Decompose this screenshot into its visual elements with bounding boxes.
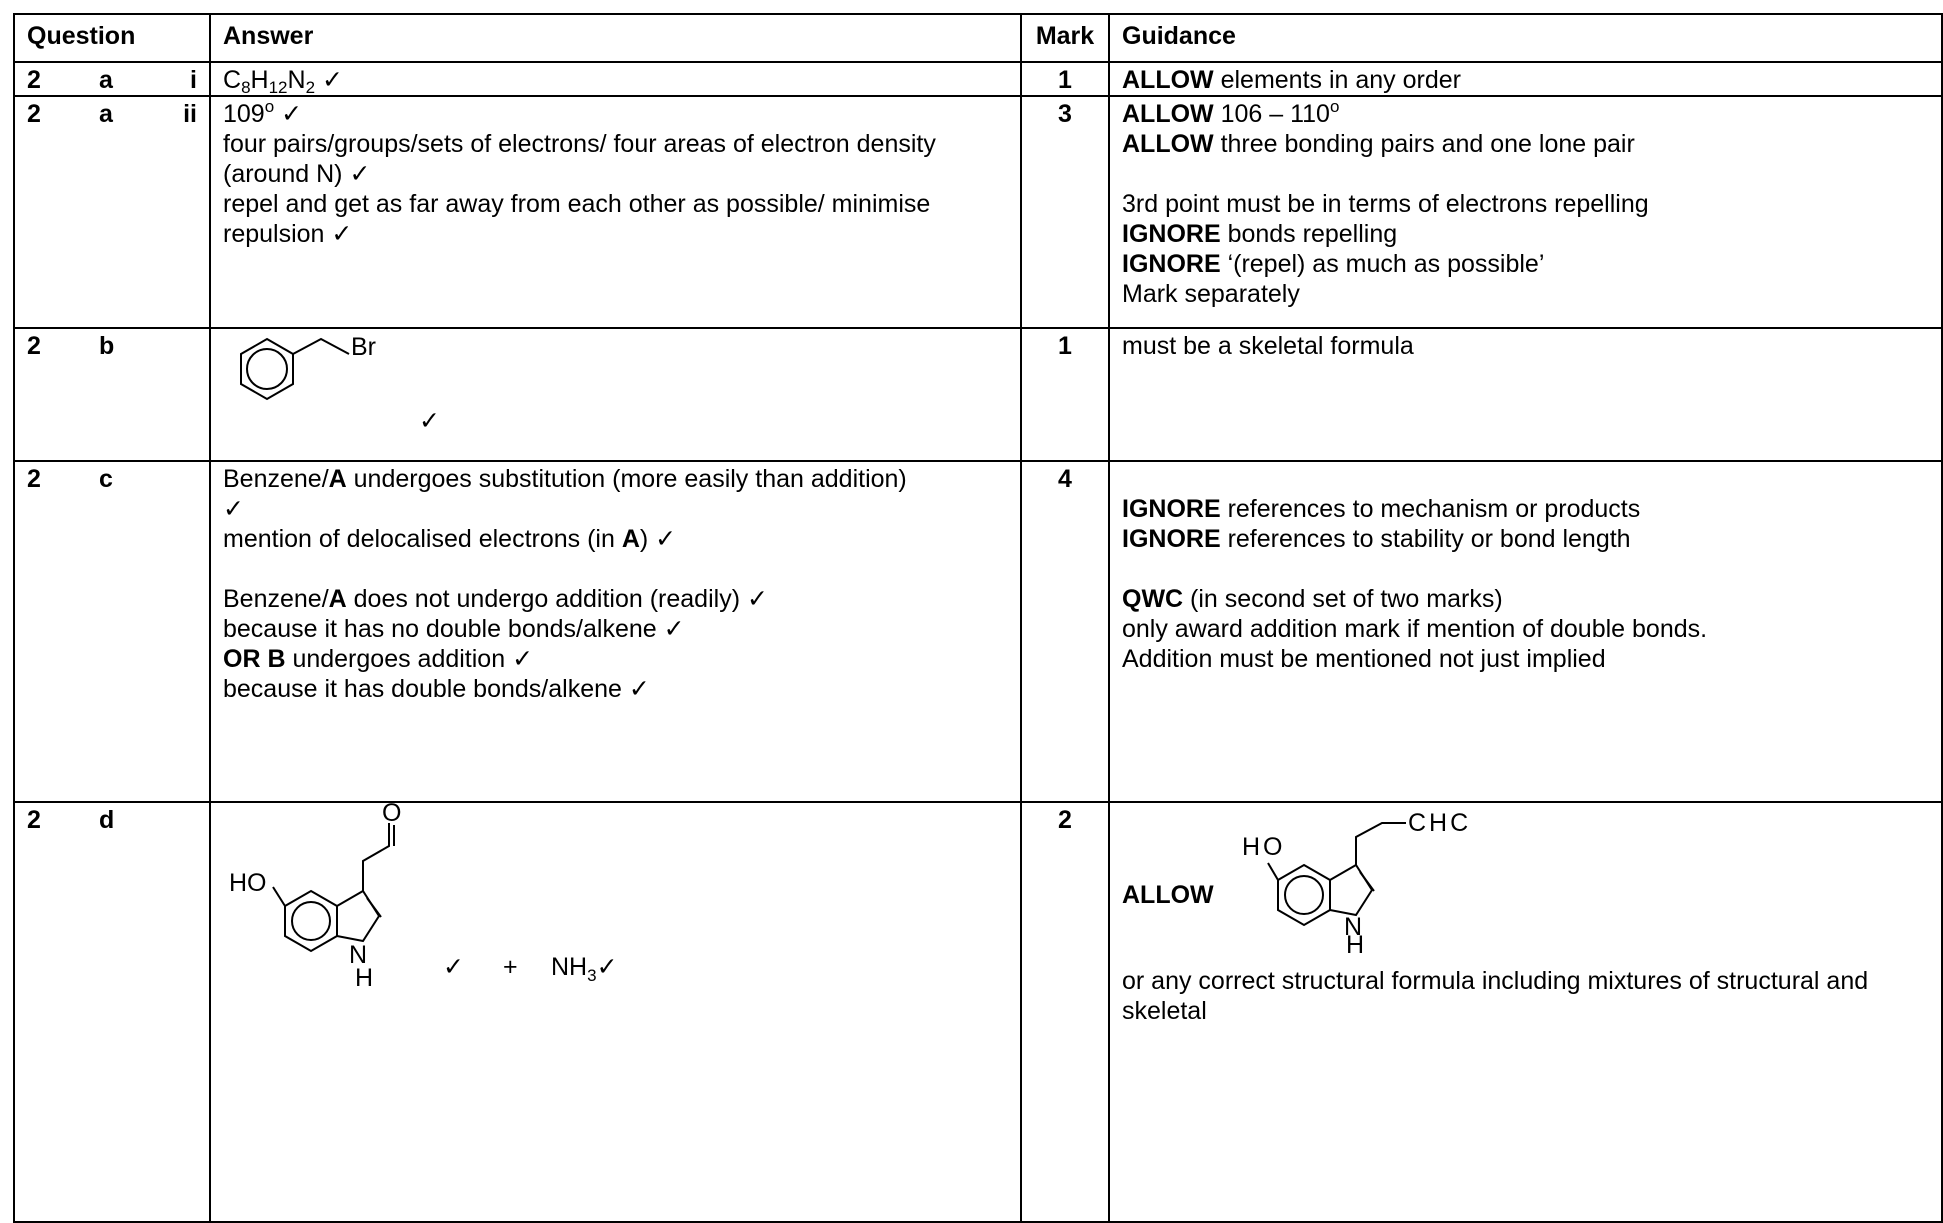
nitrogen-label: N [349, 941, 367, 969]
hydrogen-label: H [355, 964, 373, 992]
struct-chc: CHC [1408, 809, 1471, 837]
struct-hydroxyl: HO [1242, 833, 1286, 861]
header-mark: Mark [1020, 13, 1110, 63]
allow-label: ALLOW [1122, 881, 1214, 909]
bromoethylbenzene-structure: Br ✓ [240, 333, 440, 435]
table-row: 2 a i C8H12N2 ✓ 1 ALLOW elements in any … [13, 61, 1943, 97]
indole-aldehyde-structure: O HO N H ✓ + NH3✓ [229, 799, 618, 992]
tick-mark: ✓ [443, 953, 464, 981]
answer-cell: O HO N H ✓ + NH3✓ [209, 799, 1022, 1223]
header-question: Question [13, 13, 211, 63]
question-number: 2 d [27, 806, 115, 834]
mark-cell: 1 [1020, 61, 1110, 97]
allowed-structure: ALLOW HO CHC N H [1122, 809, 1471, 959]
hydroxyl-label: HO [229, 869, 267, 897]
guidance-cell: must be a skeletal formula [1108, 327, 1943, 462]
answer-cell: Br ✓ [209, 327, 1022, 462]
question-number: 2 b [27, 332, 115, 360]
question-number: 2 c [27, 465, 113, 493]
mark-scheme-table: Question Answer Mark Guidance 2 a i C8H1… [13, 13, 1943, 1223]
guidance-cell: ALLOW HO CHC N H or any correct structur… [1108, 801, 1943, 1223]
oxygen-label: O [382, 803, 401, 827]
header-answer: Answer [209, 13, 1022, 63]
answer-cell: C8H12N2 ✓ [209, 61, 1022, 97]
ammonia-label: NH3✓ [551, 953, 618, 985]
mark-cell: 4 [1020, 460, 1110, 803]
table-row: 2 b Br ✓ 1 must be a skeletal formula [13, 327, 1943, 462]
guidance-cell: ALLOW elements in any order [1108, 61, 1943, 97]
bromine-label: Br [351, 333, 376, 361]
header-guidance: Guidance [1108, 13, 1943, 63]
table-row: 2 a ii 109o ✓ four pairs/groups/sets of … [13, 95, 1943, 329]
tick-mark: ✓ [419, 407, 440, 435]
molecular-formula: C8H12N2 ✓ [223, 66, 343, 97]
plus-sign: + [503, 953, 518, 981]
table-row: 2 d O [13, 799, 1943, 1223]
struct-hydrogen: H [1346, 931, 1364, 953]
answer-cell: Benzene/A undergoes substitution (more e… [209, 460, 1022, 803]
answer-cell: 109o ✓ four pairs/groups/sets of electro… [209, 95, 1022, 329]
mark-cell: 2 [1020, 801, 1110, 1223]
header-row: Question Answer Mark Guidance [13, 13, 1943, 63]
mark-cell: 1 [1020, 327, 1110, 462]
table-row: 2 c Benzene/A undergoes substitution (mo… [13, 460, 1943, 803]
mark-cell: 3 [1020, 95, 1110, 329]
guidance-cell: ALLOW 106 – 110o ALLOW three bonding pai… [1108, 95, 1943, 329]
struct-nitrogen: N [1344, 913, 1362, 941]
question-number: 2 a i [27, 66, 197, 94]
guidance-cell: IGNORE references to mechanism or produc… [1108, 460, 1943, 803]
question-number: 2 a ii [27, 100, 197, 128]
